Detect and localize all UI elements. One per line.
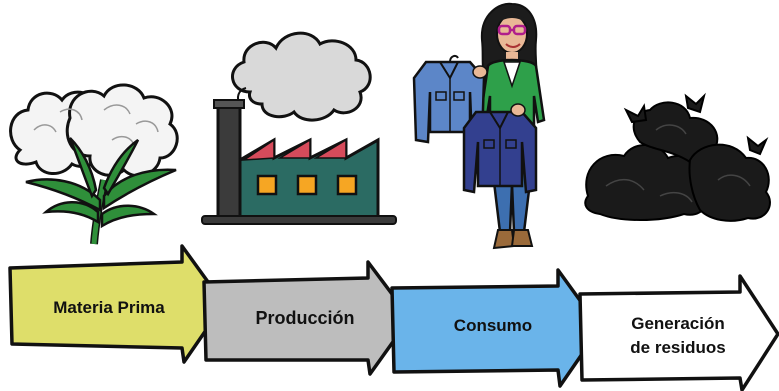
- arrow-generacion-residuos: [578, 274, 779, 391]
- stage-label-line-2: de residuos: [630, 338, 726, 357]
- stage-label-generacion-de-residuos: Generación de residuos: [598, 312, 758, 360]
- garbage-bags-icon: [584, 92, 771, 222]
- stage-label-consumo: Consumo: [453, 316, 533, 335]
- cotton-plant-icon: [9, 83, 179, 245]
- stage-label-materia-prima: Materia Prima: [53, 298, 165, 317]
- factory-icon: [201, 31, 397, 225]
- person-holding-jackets-icon: [412, 2, 546, 250]
- arrow-produccion: [202, 260, 412, 376]
- stage-label-line-1: Generación: [631, 314, 725, 333]
- process-arrows: [8, 244, 779, 391]
- stage-label-produccion: Producción: [255, 308, 355, 328]
